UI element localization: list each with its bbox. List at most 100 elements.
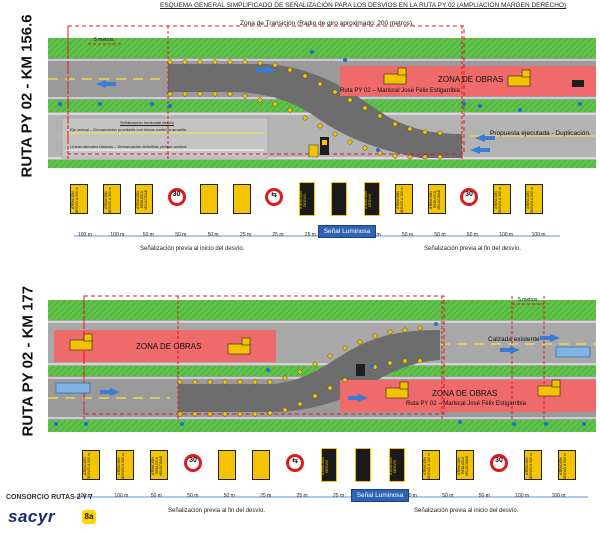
consortium-name: CONSORCIO RUTAS 2 Y 7 <box>6 494 93 501</box>
road-sign-13: 30 <box>488 448 510 484</box>
road-sign-11: ATENCIÓN DESVÍO A 100 m. <box>393 182 415 218</box>
road-sign-text: ATENCIÓN DESVÍO A 500 m. <box>526 186 534 214</box>
route-label-1: RUTA PY 02 - KM 156.6 <box>18 14 36 178</box>
road-sign-text: ATENCIÓN DESVÍO A 300 m. <box>117 452 125 480</box>
road-sign-9 <box>328 182 350 218</box>
distance-label: 50 m <box>207 232 219 238</box>
road-sign-3: ATENCIÓN REDUZCA VELOCIDAD <box>148 448 170 484</box>
road-sign-text <box>201 186 217 214</box>
road-sign-text: 30 <box>465 191 473 198</box>
road-sign-text: ⇆ <box>292 458 298 465</box>
road-sign-3: ATENCIÓN REDUZCA VELOCIDAD <box>133 182 155 218</box>
road-sign-text: ATENCIÓN DESVÍO A 300 m. <box>103 186 112 214</box>
work-zone-sub-1: Ruta PY 02 – Mariscal José Félix Estigar… <box>340 88 460 94</box>
road-sign-1: ATENCIÓN DESVÍO A 500 m. <box>80 448 102 484</box>
distance-label: 50 m <box>442 493 454 499</box>
note-left-2: Señalización previa al fin del desvío. <box>168 508 266 514</box>
road-sign-4: 30 <box>166 182 188 218</box>
work-zone-label-1: ZONA DE OBRAS <box>438 75 504 84</box>
road-sign-text: ATENCIÓN REDUZCA VELOCIDAD <box>136 189 148 211</box>
work-zone-1 <box>340 66 596 96</box>
route-label-2: RUTA PY 02 - KM 177 <box>19 285 37 437</box>
work-zone-label-top: ZONA DE OBRAS <box>136 342 202 351</box>
road-sign-text: ATENCIÓN DESVÍO A 300 m. <box>525 452 533 480</box>
luminous-sign-button-1: Señal Luminosa <box>318 225 376 238</box>
sacyr-logo: sacyr <box>8 507 55 526</box>
road-sign-8: ATENCIÓN DESVÍO <box>318 448 340 484</box>
sign-row-2: ATENCIÓN DESVÍO A 500 m. ATENCIÓN DESVÍO … <box>80 448 590 488</box>
distance-label: 100 m <box>551 493 566 499</box>
road-sign-11: ATENCIÓN DESVÍO A 100 m. <box>420 448 442 484</box>
road-sign-8: ATENCIÓN DESVÍO <box>296 182 318 218</box>
road-sign-12: ATENCIÓN REDUZCA VELOCIDAD <box>454 448 476 484</box>
road-sign-2: ATENCIÓN DESVÍO A 300 m. <box>101 182 123 218</box>
distance-label: 25 m <box>260 493 272 499</box>
road-sign-6 <box>231 182 253 218</box>
road-sign-text: ATENCIÓN DESVÍO A 500 m. <box>71 186 79 214</box>
road-sign-text: ATENCIÓN DESVÍO A 500 m. <box>83 452 91 480</box>
road-sign-text: 30 <box>172 191 181 198</box>
road-sign-1: ATENCIÓN DESVÍO A 500 m. <box>68 182 90 218</box>
distance-label: 100 m <box>78 232 92 238</box>
distance-label: 50 m <box>478 493 490 499</box>
road-sign-4: 30 <box>182 448 204 484</box>
distance-label: 25 m <box>304 232 316 238</box>
distance-label: 100 m <box>78 493 92 499</box>
luminous-sign-button-2: Señal Luminosa <box>351 489 409 502</box>
distance-label: 50 m <box>405 493 417 499</box>
note-right-2: Señalización previa al inicio del desvío… <box>414 508 519 514</box>
road-sign-9 <box>352 448 374 484</box>
distance-label: 50 m <box>466 232 478 238</box>
distance-label: 50 m <box>175 232 187 238</box>
proposal-label: Propuesta ejecutada - Duplicación. <box>490 130 591 137</box>
road-sign-text: ATENCIÓN DESVÍO <box>298 191 307 209</box>
sign-row-1: ATENCIÓN DESVÍO A 500 m. ATENCIÓN DESVÍO … <box>68 182 558 222</box>
road-sign-10: ATENCIÓN DESVÍO <box>361 182 383 218</box>
detour-path-1 <box>168 64 462 158</box>
road-sign-text: ATENCIÓN REDUZCA VELOCIDAD <box>151 455 163 477</box>
distance-label: 50 m <box>187 493 199 499</box>
road-sign-text: ATENCIÓN DESVÍO <box>363 191 372 209</box>
detour-path-2 <box>178 330 440 412</box>
road-sign-5 <box>216 448 238 484</box>
distance-label: 50 m <box>150 493 162 499</box>
road-sign-12: ATENCIÓN REDUZCA VELOCIDAD <box>426 182 448 218</box>
diagram-1 <box>48 25 596 168</box>
distance-label: 100 m <box>531 232 546 238</box>
note-right-1: Señalización previa al fin del desvío. <box>424 246 522 252</box>
road-sign-text <box>234 186 250 214</box>
road-sign-15: ATENCIÓN DESVÍO A 500 m. <box>556 448 578 484</box>
road-sign-text: ⇆ <box>271 192 277 199</box>
distance-label: 25 m <box>240 232 252 238</box>
road-sign-text: ATENCIÓN DESVÍO A 300 m. <box>493 186 502 214</box>
road-sign-7: ⇆ <box>263 182 285 218</box>
road-sign-13: 30 <box>458 182 480 218</box>
road-sign-text <box>219 452 235 480</box>
work-zone-sub-2: Ruta PY 02 – Mariscal José Félix Estigar… <box>406 401 526 407</box>
road-sign-text: ATENCIÓN DESVÍO A 100 m. <box>396 186 404 214</box>
road-sign-14: ATENCIÓN DESVÍO A 300 m. <box>491 182 513 218</box>
distance-label: 50 m <box>434 232 446 238</box>
road-sign-5 <box>198 182 220 218</box>
markings-title: Señalización horizontal desvío <box>120 120 175 125</box>
distance-label: 25 m <box>296 493 308 499</box>
distance-label: 100 m <box>499 232 514 238</box>
work-zone-label-bottom: ZONA DE OBRAS <box>432 389 498 398</box>
road-sign-text <box>253 452 269 480</box>
road-sign-text: ATENCIÓN DESVÍO A 100 m. <box>423 452 431 480</box>
distance-label: 25 m <box>272 232 284 238</box>
spacing-label-2: 5 metros <box>518 297 538 303</box>
distance-label: 50 m <box>142 232 154 238</box>
road-sign-text: ATENCIÓN DESVÍO <box>389 457 397 475</box>
existing-road-label: Calzada existente <box>488 336 540 343</box>
road-sign-6 <box>250 448 272 484</box>
distance-label: 50 m <box>402 232 414 238</box>
diagram-2 <box>48 295 596 432</box>
spacing-label-1: 5 metros <box>94 37 114 43</box>
road-sign-text <box>331 186 347 214</box>
distance-label: 100 m <box>110 232 125 238</box>
marking-side: Líneas laterales blancas – Demarcación d… <box>70 144 188 149</box>
